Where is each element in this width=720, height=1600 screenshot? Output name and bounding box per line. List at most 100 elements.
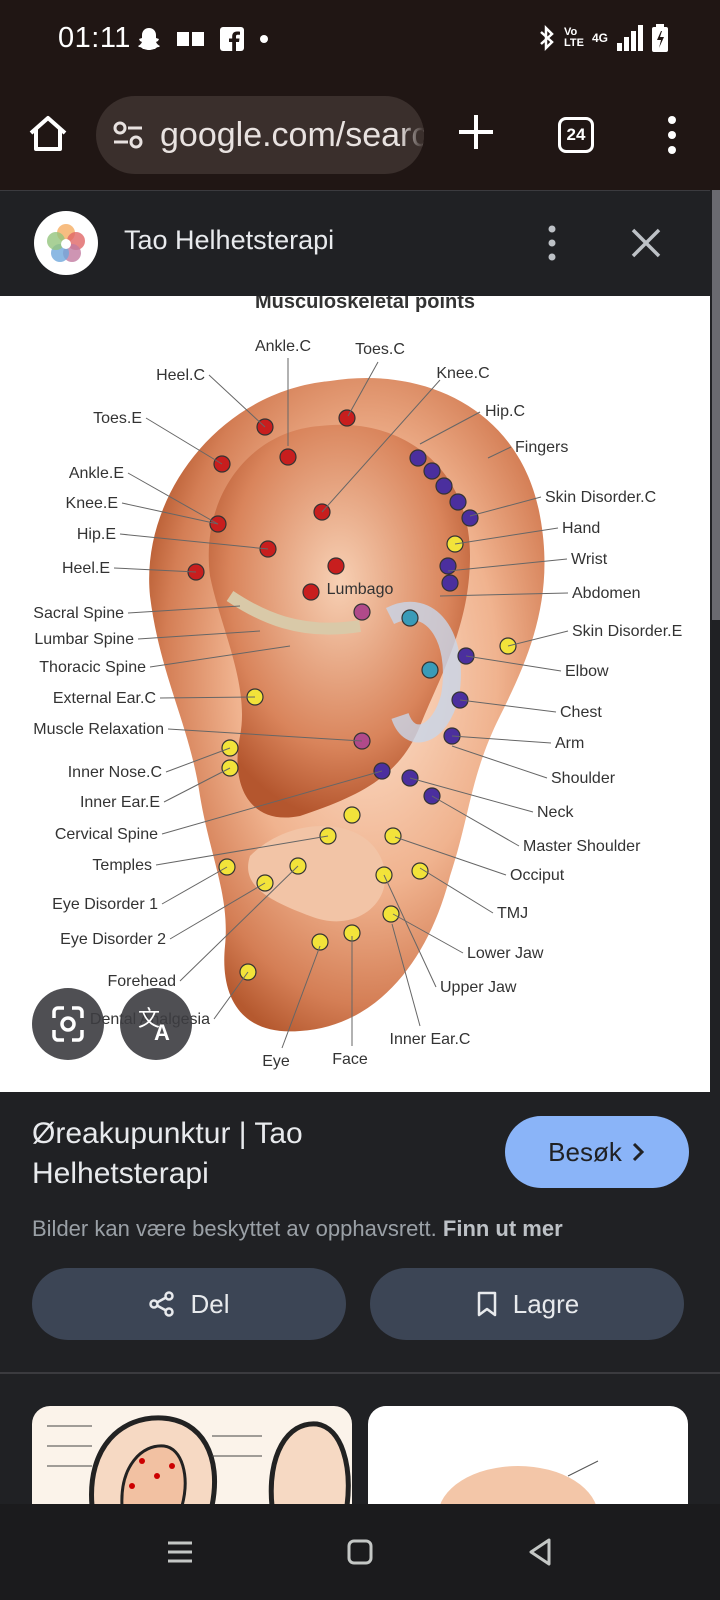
- label-right-9: Shoulder: [551, 770, 616, 787]
- url-text[interactable]: google.com/search: [160, 116, 424, 154]
- svg-text:A: A: [154, 1020, 170, 1045]
- dot-icon: [260, 35, 268, 43]
- translate-icon: 文A: [138, 1006, 170, 1045]
- label-top-2: Knee.C: [436, 365, 489, 382]
- plus-icon[interactable]: [456, 112, 496, 152]
- image-title: Musculoskeletal points: [255, 296, 475, 313]
- label-left-7: Lumbar Spine: [34, 631, 134, 648]
- system-nav-bar: [0, 1504, 720, 1600]
- label-top-3: Hip.C: [485, 403, 525, 420]
- leader-line: [465, 655, 562, 672]
- purple-point-3: [449, 493, 467, 511]
- label-right-14: Lower Jaw: [467, 945, 544, 962]
- tv-icon: [177, 32, 204, 46]
- label-right-13: TMJ: [497, 905, 528, 922]
- visit-label: Besøk: [548, 1136, 622, 1167]
- tab-switcher-button[interactable]: 24: [558, 117, 594, 153]
- ribcage-shape: [385, 601, 461, 743]
- point-labels: Heel.CToes.EAnkle.EKnee.EHip.EHeel.ESacr…: [33, 338, 682, 1070]
- label-right-5: Skin Disorder.E: [572, 623, 682, 640]
- home-nav-icon[interactable]: [342, 1534, 378, 1570]
- recent-apps-icon[interactable]: [162, 1534, 198, 1570]
- leader-line: [127, 472, 219, 525]
- label-left-9: External Ear.C: [53, 690, 156, 707]
- lens-button[interactable]: [32, 988, 104, 1060]
- label-bottom-2: Eye: [262, 1053, 290, 1070]
- leader-line: [159, 696, 256, 699]
- related-image-1[interactable]: [32, 1406, 352, 1506]
- yellow-point-5: [343, 806, 361, 824]
- section-divider: [0, 1372, 720, 1374]
- label-right-2: Hand: [562, 520, 600, 537]
- label-right-7: Chest: [560, 704, 602, 721]
- leader-line: [419, 411, 481, 445]
- label-top-0: Ankle.C: [255, 338, 311, 355]
- label-right-12: Occiput: [510, 867, 565, 884]
- close-icon[interactable]: [628, 225, 664, 261]
- home-icon[interactable]: [26, 112, 70, 156]
- yellow-point-7: [384, 827, 402, 845]
- leader-line: [137, 630, 261, 640]
- label-left-8: Thoracic Spine: [39, 659, 146, 676]
- scrollbar[interactable]: [712, 190, 720, 620]
- label-right-6: Elbow: [565, 663, 609, 680]
- site-name[interactable]: Tao Helhetsterapi: [124, 225, 335, 255]
- leader-line: [119, 533, 269, 550]
- more-vert-icon[interactable]: [540, 223, 564, 263]
- battery-icon: [652, 24, 668, 52]
- visit-button[interactable]: Besøk: [505, 1116, 689, 1188]
- status-notification-icons: [136, 26, 270, 52]
- network-label: 4G: [591, 31, 608, 45]
- svg-text:文: 文: [138, 1006, 160, 1031]
- leader-line: [169, 882, 266, 940]
- learn-more-link[interactable]: Finn ut mer: [442, 1216, 563, 1241]
- purple-point-4: [461, 509, 479, 527]
- share-button[interactable]: Del: [32, 1268, 346, 1340]
- url-bar[interactable]: google.com/search: [96, 96, 424, 174]
- label-left-16: Eye Disorder 2: [60, 931, 166, 948]
- leader-line: [419, 867, 494, 914]
- label-left-3: Knee.E: [66, 495, 118, 512]
- result-title[interactable]: Øreakupunktur | Tao Helhetsterapi: [32, 1117, 303, 1190]
- leader-line: [163, 767, 231, 803]
- back-icon[interactable]: [522, 1534, 558, 1570]
- leader-line: [165, 747, 231, 773]
- leader-line: [167, 728, 363, 742]
- label-bottom-1: Face: [332, 1051, 368, 1068]
- result-info-panel: Øreakupunktur | Tao Helhetsterapi Besøk …: [0, 1092, 720, 1374]
- url-fade: [400, 96, 424, 174]
- leader-line: [439, 592, 569, 597]
- more-vert-icon[interactable]: [658, 114, 686, 156]
- label-left-5: Heel.E: [62, 560, 110, 577]
- related-image-2[interactable]: [368, 1406, 688, 1506]
- label-right-8: Arm: [555, 735, 584, 752]
- leader-line: [487, 446, 512, 459]
- red-point-9: [302, 583, 320, 601]
- share-icon: [149, 1291, 175, 1317]
- leader-line: [145, 417, 223, 465]
- volte-label: Vo LTE: [563, 26, 584, 49]
- label-right-10: Neck: [537, 804, 574, 821]
- yellow-point-14: [311, 933, 329, 951]
- label-left-2: Ankle.E: [69, 465, 124, 482]
- label-left-0: Heel.C: [156, 367, 205, 384]
- label-left-14: Temples: [92, 857, 152, 874]
- leader-line: [383, 874, 437, 988]
- leader-line: [213, 971, 249, 1020]
- copyright-notice: Bilder kan være beskyttet av opphavsrett…: [32, 1216, 563, 1242]
- tune-icon[interactable]: [112, 120, 144, 150]
- leader-line: [281, 945, 321, 1049]
- magenta-point-0: [353, 603, 371, 621]
- save-label: Lagre: [512, 1288, 580, 1319]
- leader-line: [127, 605, 241, 614]
- purple-point-0: [409, 449, 427, 467]
- label-left-12: Inner Ear.E: [80, 794, 160, 811]
- leader-line: [347, 361, 379, 417]
- save-button[interactable]: Lagre: [370, 1268, 684, 1340]
- spine-shape: [226, 591, 361, 635]
- leader-line: [149, 645, 291, 668]
- leader-line: [447, 558, 568, 572]
- purple-point-1: [423, 462, 441, 480]
